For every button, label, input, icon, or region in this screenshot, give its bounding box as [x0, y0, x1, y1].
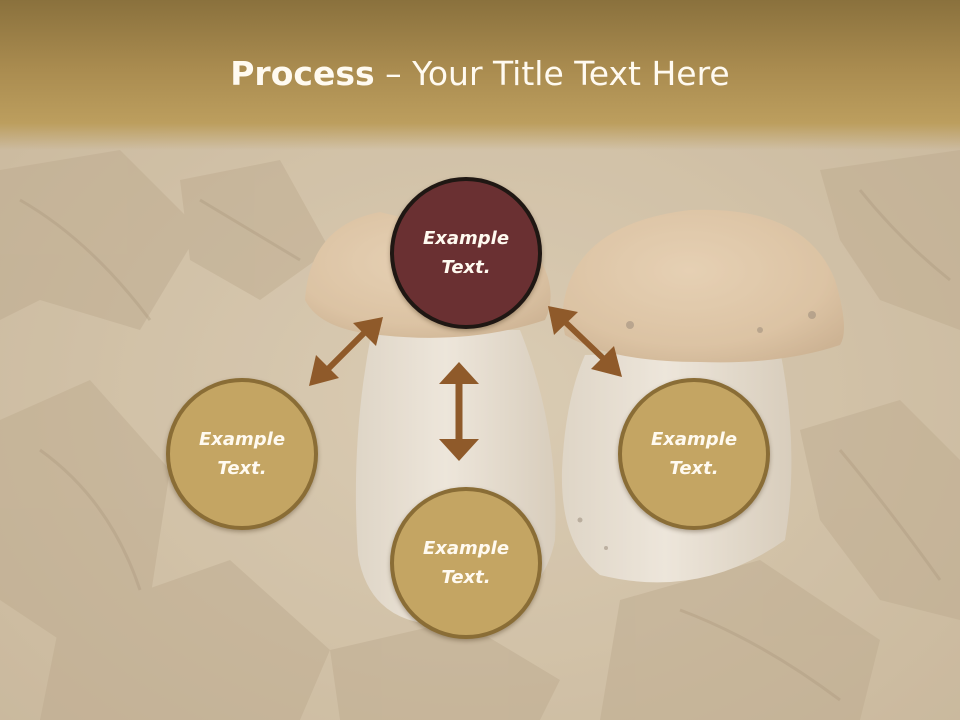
node-bottom-label: Example Text. — [422, 538, 510, 588]
slide-title: Process – Your Title Text Here — [0, 52, 960, 96]
arrow-top-left — [309, 317, 383, 386]
node-right: Example Text. — [618, 378, 770, 530]
arrow-top-right — [548, 306, 622, 377]
slide-title-bold: Process — [230, 54, 375, 93]
node-left: Example Text. — [166, 378, 318, 530]
node-right-label: Example Text. — [650, 429, 738, 479]
node-left-label: Example Text. — [198, 429, 286, 479]
node-top: Example Text. — [390, 177, 542, 329]
node-top-label: Example Text. — [422, 228, 510, 278]
slide-title-rest: – Your Title Text Here — [374, 54, 730, 93]
title-band — [0, 0, 960, 150]
arrow-vertical — [439, 362, 479, 461]
node-bottom: Example Text. — [390, 487, 542, 639]
